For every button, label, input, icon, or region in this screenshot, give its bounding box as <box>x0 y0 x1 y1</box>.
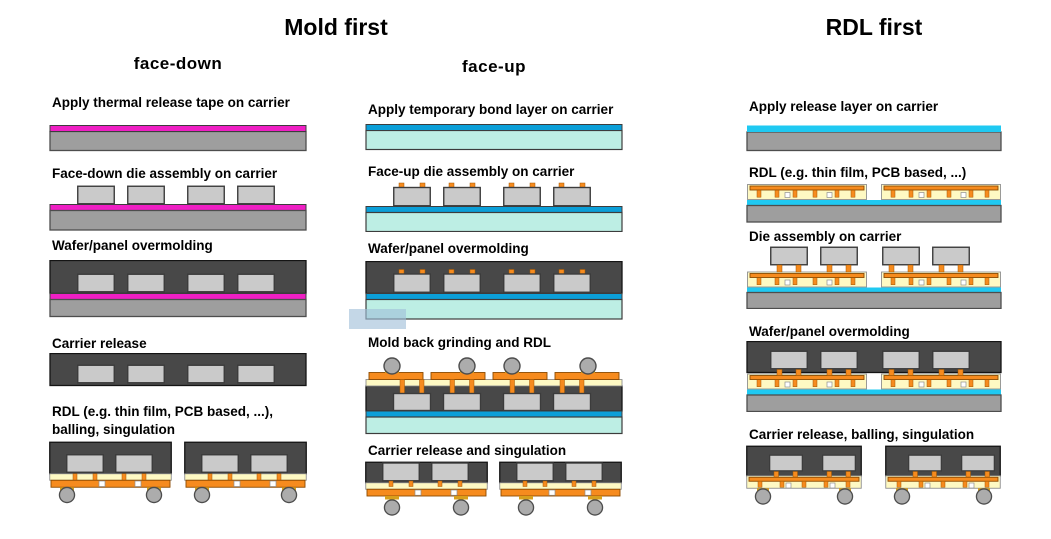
step-label: RDL (e.g. thin film, PCB based, ...) <box>749 165 967 180</box>
diagram-faceup-die-assembly <box>365 182 623 232</box>
carrier-layer <box>49 125 307 152</box>
step-label: Apply release layer on carrier <box>749 99 939 114</box>
diagram-faceup-bond-layer <box>365 124 623 151</box>
step-label: Wafer/panel overmolding <box>368 241 529 256</box>
carrier-layer <box>49 293 307 318</box>
carrier-layer <box>365 293 623 320</box>
package <box>886 446 1001 504</box>
step-label: Wafer/panel overmolding <box>52 238 213 253</box>
carrier-layer <box>746 287 1002 309</box>
column-rdl-first: Apply release layer on carrier RDL (e.g.… <box>746 0 1002 539</box>
column-face-down: Apply thermal release tape on carrier Fa… <box>49 0 307 539</box>
column-face-up: Apply temporary bond layer on carrier Fa… <box>365 0 623 539</box>
column-title-face-down: face-down <box>133 54 223 73</box>
die-row <box>393 182 591 207</box>
step-label: Apply temporary bond layer on carrier <box>368 102 614 117</box>
column-title-face-up: face-up <box>462 57 526 76</box>
header-mold-first: Mold first <box>284 14 388 40</box>
rdl-layer <box>747 271 1001 288</box>
carrier-layer <box>365 124 623 151</box>
carrier-layer <box>365 206 623 232</box>
step-label: RDL (e.g. thin film, PCB based, ...), ba… <box>52 404 274 437</box>
diagram-rdlfirst-release-layer <box>746 125 1002 152</box>
die-bumps <box>776 264 964 273</box>
carrier-layer <box>746 200 1002 223</box>
diagram-rdlfirst-die-assembly <box>746 246 1002 309</box>
die-row <box>77 185 275 205</box>
diagram-faceup-backgrind-rdl <box>365 357 623 435</box>
diagram-faceup-overmolding <box>365 261 623 320</box>
step-label: Carrier release and singulation <box>368 443 567 458</box>
step-label: Mold back grinding and RDL <box>368 335 551 350</box>
package <box>185 442 307 502</box>
diagram-rdlfirst-release-balling-singulation <box>746 445 1002 506</box>
diagram-facedown-rdl-balling-singulation <box>49 441 307 504</box>
diagram-facedown-tape-on-carrier <box>49 125 307 152</box>
step-label: Carrier release, balling, singulation <box>749 427 975 442</box>
package <box>500 462 622 515</box>
step-label: Carrier release <box>52 336 147 351</box>
step-label: Face-up die assembly on carrier <box>368 164 575 179</box>
diagram-facedown-overmolding <box>49 260 307 318</box>
diagram-faceup-release-singulation <box>365 461 623 518</box>
solder-balls <box>383 357 597 375</box>
header-rdl-first: RDL first <box>825 14 923 40</box>
carrier-layer <box>49 204 307 231</box>
step-label: Wafer/panel overmolding <box>749 324 910 339</box>
carrier-layer <box>746 389 1002 412</box>
step-label: Apply thermal release tape on carrier <box>52 95 290 110</box>
diagram-facedown-carrier-release <box>49 353 307 387</box>
carrier-layer <box>365 410 623 435</box>
diagram-rdlfirst-overmolding <box>746 341 1002 412</box>
rdl-layer <box>747 184 1001 200</box>
die-bumps <box>776 369 964 376</box>
package <box>747 446 862 504</box>
package <box>50 442 172 502</box>
diagram-rdlfirst-rdl <box>746 184 1002 223</box>
package <box>366 462 488 515</box>
step-label: Face-down die assembly on carrier <box>52 166 278 181</box>
diagram-facedown-die-assembly <box>49 185 307 231</box>
die-row <box>770 246 970 266</box>
stray-highlight-rect <box>349 309 406 329</box>
rdl-layer <box>747 373 1001 390</box>
carrier-layer <box>746 125 1002 152</box>
step-label: Die assembly on carrier <box>749 229 902 244</box>
